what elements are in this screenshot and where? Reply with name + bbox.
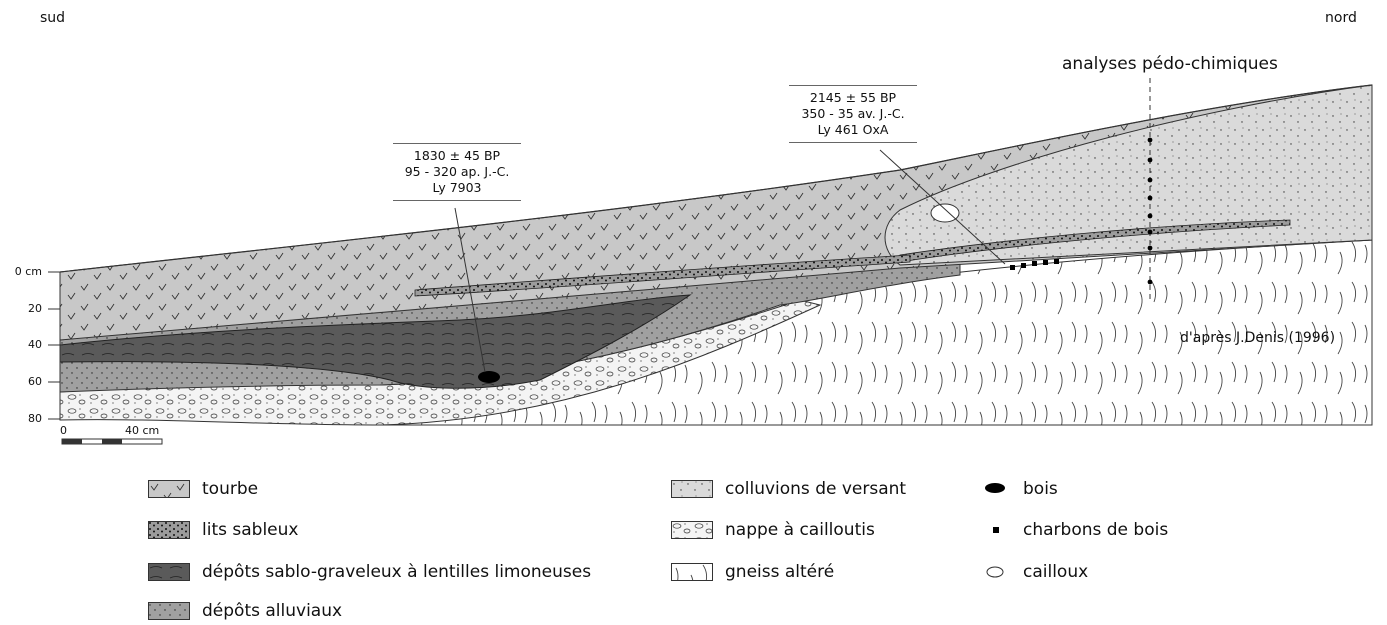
scale-bar bbox=[62, 439, 162, 444]
depth-label-40: 40 bbox=[8, 338, 42, 351]
legend-label: bois bbox=[1023, 479, 1058, 499]
legend-gneiss: gneiss altéré bbox=[671, 560, 834, 584]
legend-sablo-graveleux: dépôts sablo-graveleux à lentilles limon… bbox=[148, 560, 591, 584]
date-2-line-3: Ly 461 OxA bbox=[791, 122, 915, 138]
analyses-label: analyses pédo-chimiques bbox=[1062, 54, 1278, 74]
legend-label: colluvions de versant bbox=[725, 479, 906, 499]
gneiss-swatch bbox=[671, 563, 713, 581]
legend-label: nappe à cailloutis bbox=[725, 520, 875, 540]
legend-label: tourbe bbox=[202, 479, 258, 499]
depth-label-60: 60 bbox=[8, 375, 42, 388]
date-box-1: 1830 ± 45 BP 95 - 320 ap. J.-C. Ly 7903 bbox=[393, 143, 521, 201]
scale-zero-label: 0 bbox=[60, 424, 67, 437]
legend-lits-sableux: lits sableux bbox=[148, 518, 298, 542]
gravel-sand-swatch bbox=[148, 563, 190, 581]
legend-label: dépôts alluviaux bbox=[202, 601, 342, 621]
depth-label-0: 0 cm bbox=[8, 265, 42, 278]
depth-axis bbox=[48, 272, 60, 419]
sandy-swatch bbox=[148, 521, 190, 539]
wood-sample bbox=[478, 371, 500, 383]
legend-bois: bois bbox=[983, 477, 1058, 501]
north-label: nord bbox=[1325, 10, 1357, 26]
legend-colluvions: colluvions de versant bbox=[671, 477, 906, 501]
scale-label: 40 cm bbox=[125, 424, 159, 437]
south-label: sud bbox=[40, 10, 65, 26]
gravel-sheet-swatch bbox=[671, 521, 713, 539]
legend-label: charbons de bois bbox=[1023, 520, 1168, 540]
date-1-line-2: 95 - 320 ap. J.-C. bbox=[395, 164, 519, 180]
legend-charbons: charbons de bois bbox=[983, 518, 1168, 542]
legend-tourbe: tourbe bbox=[148, 477, 258, 501]
wood-icon bbox=[983, 480, 1013, 498]
legend-label: gneiss altéré bbox=[725, 562, 834, 582]
legend-label: lits sableux bbox=[202, 520, 298, 540]
legend-cailloux: cailloux bbox=[983, 560, 1088, 584]
pebble-marker bbox=[931, 204, 959, 222]
legend-label: cailloux bbox=[1023, 562, 1088, 582]
legend-alluviaux: dépôts alluviaux bbox=[148, 599, 342, 623]
date-1-line-1: 1830 ± 45 BP bbox=[395, 148, 519, 164]
legend-label: dépôts sablo-graveleux à lentilles limon… bbox=[202, 562, 591, 582]
pebble-icon bbox=[983, 563, 1013, 581]
legend-nappe-cailloutis: nappe à cailloutis bbox=[671, 518, 875, 542]
depth-label-20: 20 bbox=[8, 302, 42, 315]
depth-label-80: 80 bbox=[8, 412, 42, 425]
date-1-line-3: Ly 7903 bbox=[395, 180, 519, 196]
date-box-2: 2145 ± 55 BP 350 - 35 av. J.-C. Ly 461 O… bbox=[789, 85, 917, 143]
charcoal-icon bbox=[983, 521, 1013, 539]
colluvium-swatch bbox=[671, 480, 713, 498]
peat-swatch bbox=[148, 480, 190, 498]
source-label: d'après J.Denis (1996) bbox=[1180, 330, 1335, 346]
date-2-line-2: 350 - 35 av. J.-C. bbox=[791, 106, 915, 122]
date-2-line-1: 2145 ± 55 BP bbox=[791, 90, 915, 106]
alluvial-swatch bbox=[148, 602, 190, 620]
